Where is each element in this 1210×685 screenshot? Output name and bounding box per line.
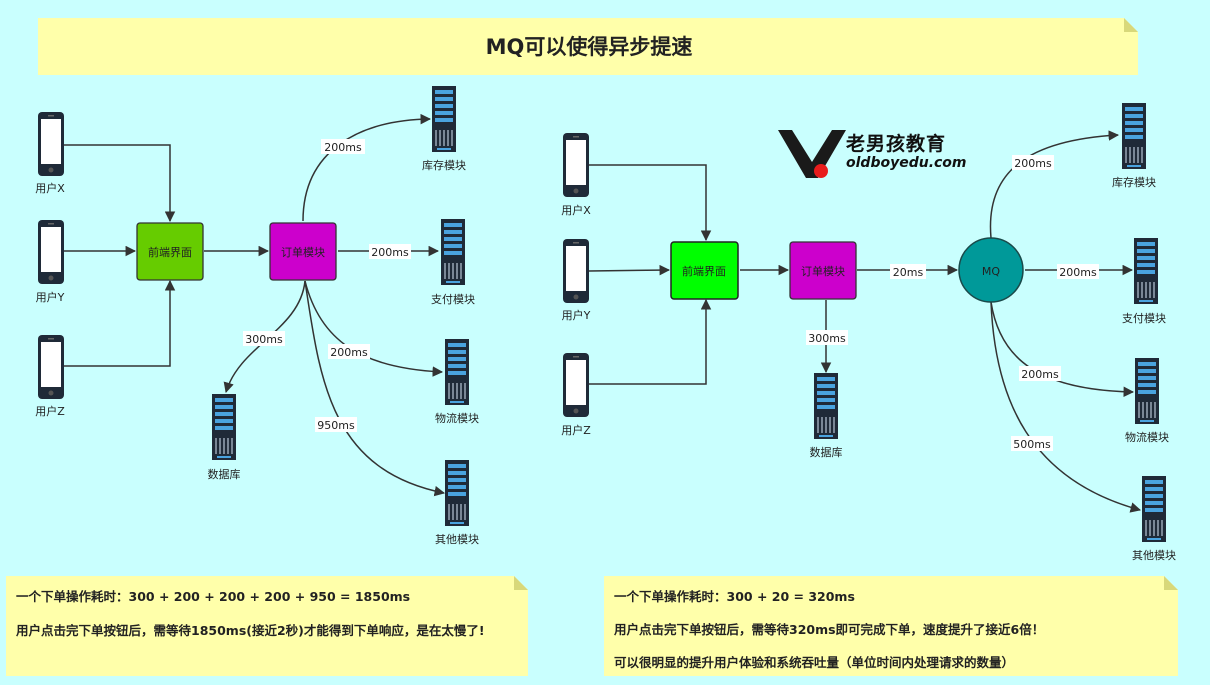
left-inventory-server: 库存模块 xyxy=(422,86,466,172)
left-time-db: 300ms xyxy=(245,333,283,346)
phone-icon xyxy=(38,220,64,284)
right-frontend-label: 前端界面 xyxy=(682,264,726,278)
left-payment-label: 支付模块 xyxy=(431,293,475,306)
left-other-label: 其他模块 xyxy=(435,533,479,546)
right-time-payment: 200ms xyxy=(1059,266,1097,279)
right-time-mq: 20ms xyxy=(893,266,924,279)
left-time-logistics: 200ms xyxy=(330,346,368,359)
logo-text: 老男孩教育 oldboyedu.com xyxy=(846,133,967,171)
right-user-z-label: 用户Z xyxy=(561,423,591,437)
right-edges xyxy=(588,130,1142,513)
server-icon xyxy=(432,86,456,152)
phone-icon xyxy=(563,239,589,303)
left-user-y-label: 用户Y xyxy=(36,290,65,304)
left-user-z-label: 用户Z xyxy=(35,404,65,418)
left-note-line-1: 一个下单操作耗时：300 + 200 + 200 + 200 + 950 = 1… xyxy=(16,589,411,604)
server-icon xyxy=(445,339,469,405)
right-mq-label: MQ xyxy=(982,265,1000,278)
right-user-y-label: 用户Y xyxy=(562,308,591,322)
left-db-server: 数据库 xyxy=(208,394,241,481)
left-time-payment: 200ms xyxy=(371,246,409,259)
right-other-label: 其他模块 xyxy=(1132,549,1176,562)
server-icon xyxy=(814,373,838,439)
right-other-server: 其他模块 xyxy=(1132,476,1176,562)
left-user-x: 用户X xyxy=(35,112,65,195)
logo-dot-icon xyxy=(814,164,828,178)
right-order-label: 订单模块 xyxy=(801,265,845,278)
right-payment-label: 支付模块 xyxy=(1122,312,1166,325)
right-db-label: 数据库 xyxy=(810,445,843,459)
left-other-server: 其他模块 xyxy=(435,460,479,546)
left-time-other: 950ms xyxy=(317,419,355,432)
left-note xyxy=(6,576,528,676)
right-logistics-label: 物流模块 xyxy=(1125,430,1169,444)
server-icon xyxy=(1142,476,1166,542)
left-user-y: 用户Y xyxy=(36,220,65,304)
right-payment-server: 支付模块 xyxy=(1122,238,1166,325)
right-note-line-1: 一个下单操作耗时：300 + 20 = 320ms xyxy=(614,589,855,604)
logo-url: oldboyedu.com xyxy=(846,155,967,171)
left-inventory-label: 库存模块 xyxy=(422,158,466,172)
right-user-x: 用户X xyxy=(561,133,591,217)
right-inventory-label: 库存模块 xyxy=(1112,175,1156,189)
left-logistics-label: 物流模块 xyxy=(435,411,479,425)
phone-icon xyxy=(563,133,589,197)
right-order-node: 订单模块 xyxy=(789,241,857,300)
right-note xyxy=(604,576,1178,676)
left-frontend-node: 前端界面 xyxy=(136,222,204,281)
left-order-label: 订单模块 xyxy=(281,246,325,259)
right-time-db: 300ms xyxy=(808,332,846,345)
page-title: MQ可以使得异步提速 xyxy=(485,35,693,59)
left-payment-server: 支付模块 xyxy=(431,219,475,306)
logo-name: 老男孩教育 xyxy=(846,133,947,155)
phone-icon xyxy=(563,353,589,417)
left-user-x-label: 用户X xyxy=(35,181,65,195)
right-inventory-server: 库存模块 xyxy=(1112,103,1156,189)
right-mq-node: MQ xyxy=(958,237,1024,303)
server-icon xyxy=(1122,103,1146,169)
left-db-label: 数据库 xyxy=(208,467,241,481)
left-edges xyxy=(64,113,446,497)
left-time-inventory: 200ms xyxy=(324,141,362,154)
left-edge-labels: 200ms 200ms 300ms 200ms 950ms xyxy=(243,139,411,432)
right-time-logistics: 200ms xyxy=(1021,368,1059,381)
right-edge-labels: 20ms 300ms 200ms 200ms 200ms 500ms xyxy=(806,155,1099,451)
right-time-other: 500ms xyxy=(1013,438,1051,451)
right-note-line-3: 可以很明显的提升用户体验和系统吞吐量（单位时间内处理请求的数量） xyxy=(614,655,1015,670)
right-logistics-server: 物流模块 xyxy=(1125,358,1169,444)
right-note-line-2: 用户点击完下单按钮后，需等待320ms即可完成下单，速度提升了接近6倍！ xyxy=(614,622,1045,637)
left-order-node: 订单模块 xyxy=(269,222,337,281)
server-icon xyxy=(1134,238,1158,304)
right-user-y: 用户Y xyxy=(562,239,591,322)
right-user-x-label: 用户X xyxy=(561,203,591,217)
right-db-server: 数据库 xyxy=(810,373,843,459)
phone-icon xyxy=(38,112,64,176)
right-frontend-node: 前端界面 xyxy=(670,241,739,300)
server-icon xyxy=(441,219,465,285)
right-user-z: 用户Z xyxy=(561,353,591,437)
title-banner xyxy=(38,18,1138,75)
server-icon xyxy=(1135,358,1159,424)
server-icon xyxy=(445,460,469,526)
left-note-line-2: 用户点击完下单按钮后，需等待1850ms(接近2秒)才能得到下单响应，是在太慢了… xyxy=(16,623,485,638)
left-logistics-server: 物流模块 xyxy=(435,339,479,425)
left-frontend-label: 前端界面 xyxy=(148,245,192,259)
right-time-inventory: 200ms xyxy=(1014,157,1052,170)
logo xyxy=(778,130,846,178)
left-user-z: 用户Z xyxy=(35,335,65,418)
server-icon xyxy=(212,394,236,460)
phone-icon xyxy=(38,335,64,399)
